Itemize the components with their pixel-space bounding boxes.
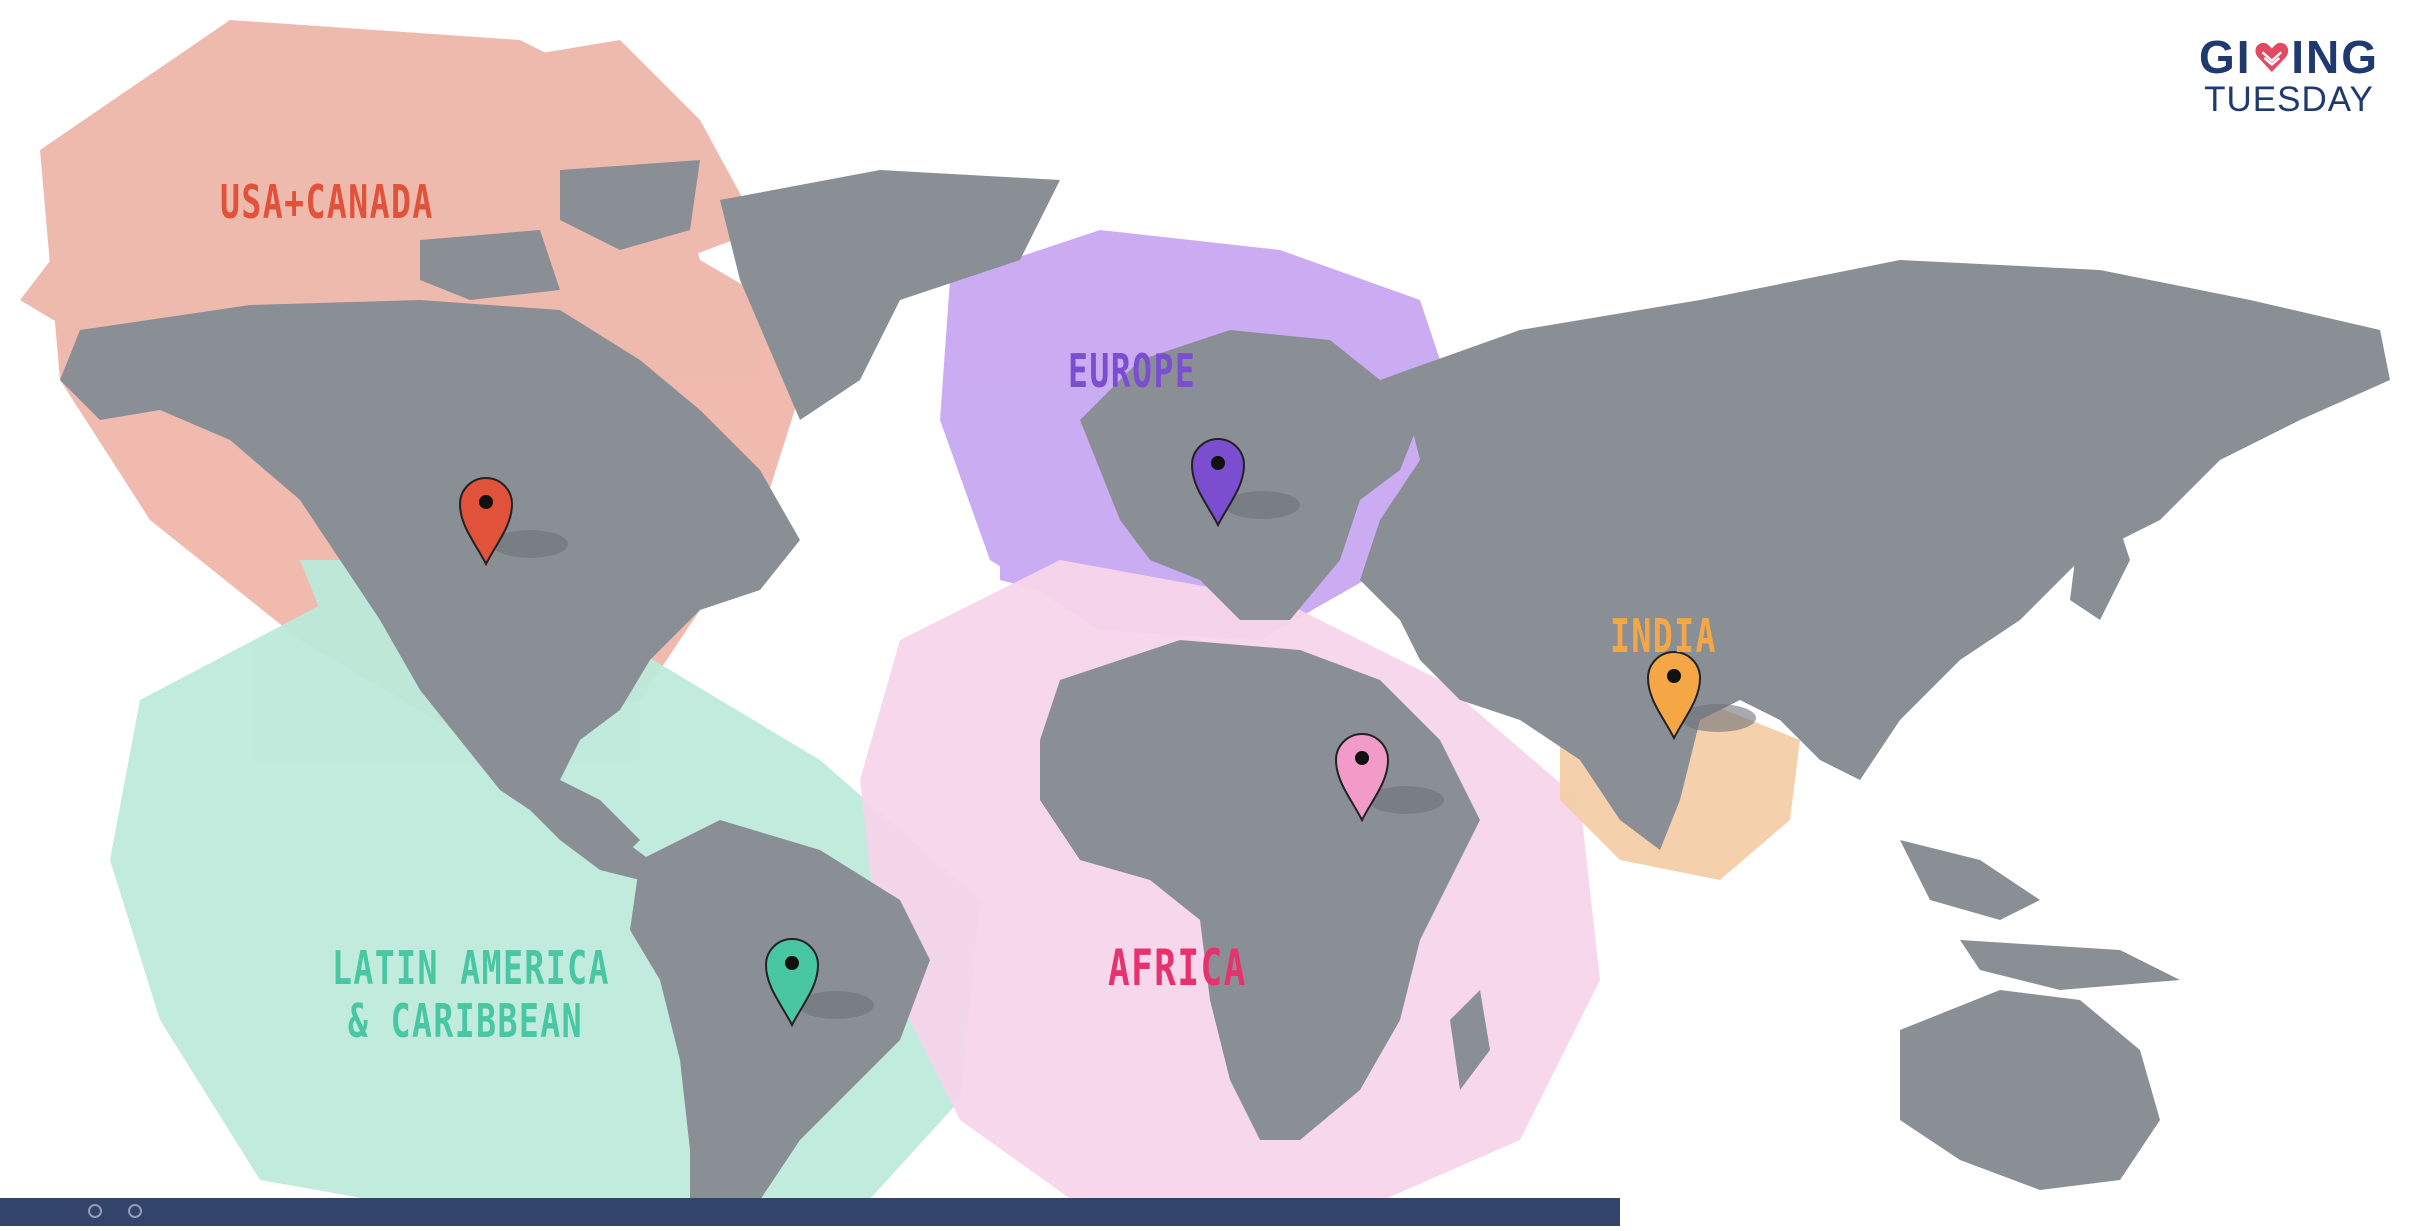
land-australia bbox=[1900, 990, 2160, 1190]
pin-body bbox=[1646, 651, 1702, 741]
region-label-latin-america: LATIN AMERICA & CARIBBEAN bbox=[332, 942, 610, 1048]
land-south-america bbox=[630, 820, 930, 1226]
land-indonesia bbox=[1960, 940, 2180, 990]
heart-icon bbox=[2255, 42, 2288, 73]
pin-dot bbox=[479, 495, 493, 509]
region-label-europe: EUROPE bbox=[1068, 344, 1197, 398]
pin-dot bbox=[1355, 751, 1369, 765]
pin-shadow bbox=[1368, 786, 1444, 814]
land-north-america bbox=[60, 300, 800, 860]
land-uk bbox=[1120, 420, 1170, 500]
land-greenland bbox=[720, 170, 1060, 420]
pin-shadow bbox=[492, 530, 568, 558]
pin-body bbox=[1190, 438, 1246, 528]
giving-tuesday-logo: GI ING TUESDAY bbox=[2199, 34, 2379, 117]
pin-body bbox=[1334, 733, 1390, 823]
logo-text-right: ING bbox=[2291, 31, 2379, 83]
bar-dot-icon bbox=[128, 1204, 142, 1218]
pin-dot bbox=[785, 956, 799, 970]
bottom-bar bbox=[0, 1198, 1620, 1226]
pin-body bbox=[764, 938, 820, 1028]
map-pin-icon-africa bbox=[1334, 733, 1444, 823]
region-label-latam-line1: LATIN AMERICA bbox=[332, 941, 610, 995]
pin-dot bbox=[1211, 456, 1225, 470]
pin-shadow bbox=[798, 991, 874, 1019]
land-arctic-islands-2 bbox=[420, 230, 560, 300]
land-madagascar bbox=[1450, 990, 1490, 1090]
land-japan bbox=[2070, 500, 2130, 620]
map-pin-icon-usa bbox=[458, 477, 568, 567]
map-pin-icon-latam bbox=[764, 938, 874, 1028]
land-asia bbox=[1360, 260, 2390, 850]
land-central-america bbox=[520, 800, 650, 880]
pin-body bbox=[458, 477, 514, 567]
land-europe bbox=[1080, 330, 1420, 620]
region-label-africa: AFRICA bbox=[1108, 939, 1247, 997]
region-label-usa-canada: USA+CANADA bbox=[220, 175, 434, 229]
pin-shadow bbox=[1680, 704, 1756, 732]
region-label-india: INDIA bbox=[1610, 609, 1717, 663]
land-arctic-islands bbox=[560, 160, 700, 250]
map-pin-icon-europe bbox=[1190, 438, 1300, 528]
bar-dot-icon bbox=[88, 1204, 102, 1218]
logo-line1: GI ING bbox=[2199, 34, 2379, 80]
pin-dot bbox=[1667, 669, 1681, 683]
logo-line2: TUESDAY bbox=[2204, 80, 2374, 119]
region-label-latam-line2: & CARIBBEAN bbox=[347, 993, 584, 1048]
logo-text-left: GI bbox=[2199, 31, 2252, 83]
map-pin-icon-india bbox=[1646, 651, 1756, 741]
pin-shadow bbox=[1224, 491, 1300, 519]
land-se-asia bbox=[1900, 840, 2040, 920]
pins-layer bbox=[458, 438, 1756, 1028]
